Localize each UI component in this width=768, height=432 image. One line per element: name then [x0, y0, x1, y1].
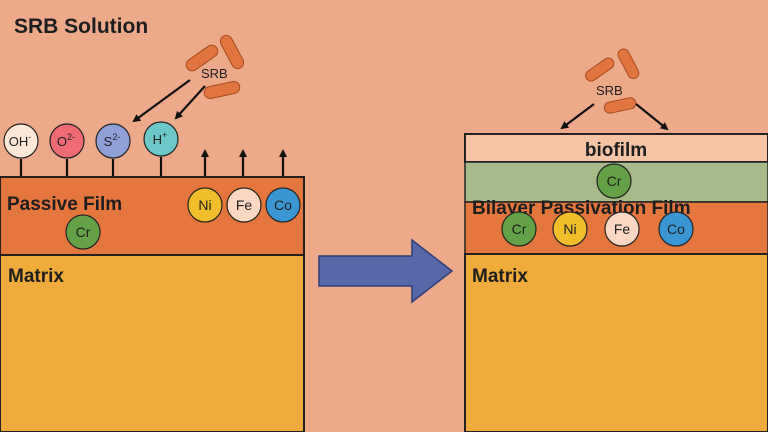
svg-text:Co: Co — [274, 197, 292, 213]
srb-label-right: SRB — [596, 83, 623, 98]
ion-co-left: Co — [265, 187, 301, 223]
svg-text:Fe: Fe — [614, 221, 631, 237]
passive-film-label: Passive Film — [7, 194, 122, 215]
svg-text:S2-: S2- — [104, 132, 121, 149]
matrix-right — [464, 253, 768, 432]
passive-film-left — [0, 176, 305, 256]
ion-fe-right: Fe — [604, 211, 640, 247]
svg-text:Cr: Cr — [512, 221, 527, 237]
species-o2: O2- — [49, 123, 85, 159]
species-h: H+ — [143, 121, 179, 157]
species-s2: S2- — [95, 123, 131, 159]
srb-to-biofilm-arrow-right — [635, 103, 669, 131]
species-oh: OH- — [3, 123, 39, 159]
title: SRB Solution — [14, 15, 148, 38]
ion-cr-right: Cr — [501, 211, 537, 247]
svg-text:Cr: Cr — [607, 173, 622, 189]
svg-text:Fe: Fe — [236, 197, 253, 213]
matrix-label-right: Matrix — [472, 266, 528, 287]
ion-cr-outer-layer: Cr — [596, 163, 632, 199]
ion-ni-right: Ni — [552, 211, 588, 247]
ion-co-right: Co — [658, 211, 694, 247]
srb-label-left: SRB — [201, 66, 228, 81]
process-arrow — [318, 238, 454, 304]
svg-text:Ni: Ni — [563, 221, 576, 237]
srb-bacteria-right — [585, 48, 640, 114]
srb-to-sulfide-arrow — [132, 79, 191, 123]
svg-text:H+: H+ — [153, 130, 168, 147]
ion-cr-film-left: Cr — [65, 214, 101, 250]
srb-to-proton-arrow — [174, 85, 206, 120]
srb-bacteria-left — [185, 34, 245, 99]
svg-text:Cr: Cr — [76, 224, 91, 240]
ion-fe-left: Fe — [226, 187, 262, 223]
srb-to-biofilm-arrow-left — [560, 103, 595, 130]
biofilm-label: biofilm — [585, 140, 647, 161]
matrix-left — [0, 254, 305, 432]
ion-ni-left: Ni — [187, 187, 223, 223]
svg-text:O2-: O2- — [57, 132, 75, 149]
svg-text:Co: Co — [667, 221, 685, 237]
matrix-label-left: Matrix — [8, 266, 64, 287]
svg-text:Ni: Ni — [198, 197, 211, 213]
svg-text:OH-: OH- — [9, 132, 32, 149]
